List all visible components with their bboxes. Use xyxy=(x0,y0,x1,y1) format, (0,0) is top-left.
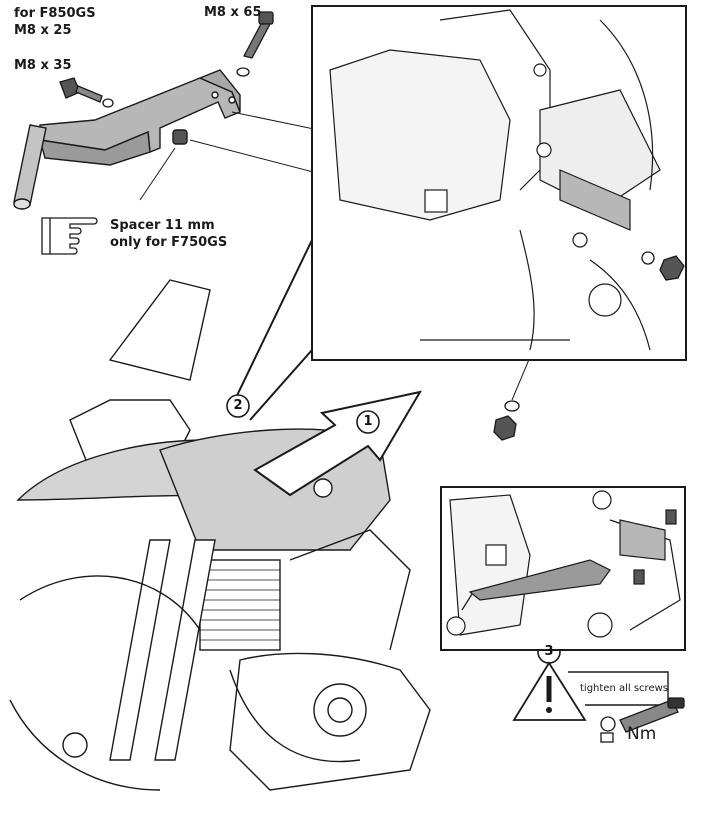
bolt-m8x35 xyxy=(59,77,114,108)
step1-circle xyxy=(356,410,380,434)
bolt-m8x65-label: M8 x 65 xyxy=(204,5,262,20)
nut-and-washer-right xyxy=(641,251,685,281)
bolt-m8x65 xyxy=(236,11,274,77)
step-3-number: 3 xyxy=(544,644,554,659)
spacer-label-line2: only for F750GS xyxy=(110,235,228,250)
torque-wrench-icon xyxy=(600,697,685,743)
detail-top-sketch xyxy=(329,9,661,351)
warning-triangle-icon xyxy=(512,661,587,721)
nut-and-washer-bottom xyxy=(493,400,520,441)
f850-label-line2: M8 x 25 xyxy=(14,23,72,38)
torque-unit-label: Nm xyxy=(627,724,657,744)
step-2-number: 2 xyxy=(233,398,243,413)
pointing-hand-icon xyxy=(41,217,98,255)
tighten-callout-box xyxy=(568,671,669,706)
spacer-label-line1: Spacer 11 mm xyxy=(110,218,215,233)
f850-label-line1: for F850GS xyxy=(14,6,96,21)
step-1-number: 1 xyxy=(363,414,373,429)
tighten-screws-note: tighten all screws xyxy=(580,683,668,694)
bolt-m8x35-label: M8 x 35 xyxy=(14,58,72,73)
detail-bottom-sketch xyxy=(446,490,681,638)
bracket-exploded-view xyxy=(13,69,241,210)
step2-circle xyxy=(226,394,250,418)
frame-connector-lines xyxy=(229,239,313,421)
